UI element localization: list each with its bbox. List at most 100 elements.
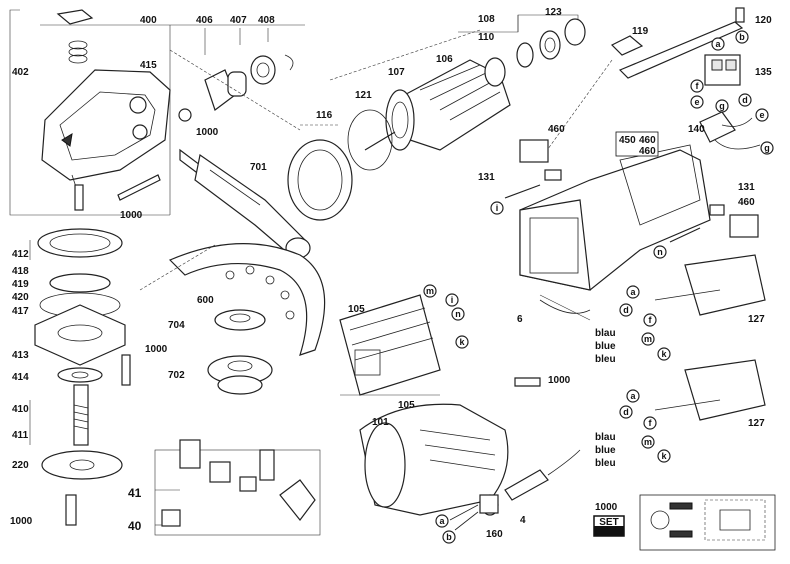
label-160: 160: [486, 529, 503, 540]
svg-text:k: k: [459, 337, 465, 347]
svg-text:blue: blue: [595, 341, 616, 352]
part-brush-holder-top: [519, 139, 549, 163]
label-408: 408: [258, 15, 275, 26]
svg-text:g: g: [719, 101, 725, 111]
label-412: 412: [12, 249, 29, 260]
label-701: 701: [250, 162, 267, 173]
label-110: 110: [478, 32, 495, 43]
set-badge: SET: [593, 515, 625, 537]
svg-text:e: e: [759, 110, 764, 120]
wire-colour-note-top: blau blue bleu: [595, 328, 616, 365]
label-460-a: 460: [548, 124, 565, 135]
svg-text:f: f: [649, 418, 653, 428]
label-131-a: 131: [478, 172, 495, 183]
callout-d-1: d: [738, 93, 752, 107]
callout-i-1: i: [490, 201, 504, 215]
part-wheel-guard: [139, 243, 326, 356]
gearbox-stack: [29, 228, 131, 526]
label-415: 415: [140, 60, 157, 71]
label-127-a: 127: [748, 314, 765, 325]
svg-text:f: f: [696, 81, 700, 91]
svg-text:f: f: [649, 315, 653, 325]
label-105-a: 105: [348, 304, 365, 315]
part-clamping-nut: [207, 355, 273, 395]
svg-text:blue: blue: [595, 445, 616, 456]
callout-n-2: n: [451, 307, 465, 321]
callout-e-1: e: [690, 95, 704, 109]
label-450: 450: [619, 135, 636, 146]
svg-text:a: a: [630, 391, 636, 401]
svg-text:n: n: [455, 309, 461, 319]
callout-f-3: f: [643, 416, 657, 430]
part-brush-plate-top: [654, 254, 766, 316]
label-105-b: 105: [398, 400, 415, 411]
label-119: 119: [632, 26, 649, 37]
label-127-b: 127: [748, 418, 765, 429]
svg-text:n: n: [657, 247, 663, 257]
part-motor-housing: [519, 144, 711, 321]
label-101: 101: [372, 417, 389, 428]
callout-k-1: k: [455, 335, 469, 349]
svg-text:d: d: [742, 95, 748, 105]
svg-text:g: g: [764, 143, 770, 153]
label-460-c: 460: [639, 146, 656, 157]
part-switch-rod: [539, 7, 745, 161]
letter-callouts: a b f e g d e g i n m i n k a d f m k a …: [423, 30, 774, 544]
part-brush-holder-right: [729, 214, 759, 238]
callout-a-2: a: [626, 285, 640, 299]
label-418: 418: [12, 266, 29, 277]
part-gear-housing: [41, 69, 171, 211]
svg-text:a: a: [715, 39, 721, 49]
callout-b-1: b: [735, 30, 749, 44]
callout-a-4: a: [435, 514, 449, 528]
label-413: 413: [12, 350, 29, 361]
callout-a-3: a: [626, 389, 640, 403]
label-box-450-460: [615, 131, 659, 157]
label-420: 420: [12, 292, 29, 303]
wire-colour-note-bottom: blau blue bleu: [595, 432, 616, 469]
label-40: 40: [128, 519, 142, 533]
label-1000-c: 1000: [10, 516, 33, 527]
part-plug: [449, 494, 499, 531]
group-40-41-box: [154, 439, 321, 536]
callout-m-3: m: [641, 435, 655, 449]
part-brush-spring-left: [504, 184, 541, 199]
label-131-b: 131: [738, 182, 755, 193]
svg-text:blau: blau: [595, 328, 616, 339]
part-springs: [68, 40, 88, 64]
label-41: 41: [128, 486, 142, 500]
label-140: 140: [688, 124, 705, 135]
svg-text:d: d: [623, 305, 629, 315]
part-screw-long: [117, 174, 161, 201]
svg-text:a: a: [630, 287, 636, 297]
callout-a-1: a: [711, 37, 725, 51]
callout-m-1: m: [423, 284, 437, 298]
label-106: 106: [436, 54, 453, 65]
label-220: 220: [12, 460, 29, 471]
callout-g-2: g: [760, 141, 774, 155]
part-cap: [56, 9, 94, 25]
label-407: 407: [230, 15, 247, 26]
label-135: 135: [755, 67, 772, 78]
label-410: 410: [12, 404, 29, 415]
group-402-bracket: [9, 9, 305, 216]
label-123: 123: [545, 7, 562, 18]
svg-text:i: i: [451, 295, 454, 305]
label-460-d: 460: [738, 197, 755, 208]
part-bearings: [516, 18, 586, 68]
part-switch: [704, 54, 741, 86]
svg-text:k: k: [661, 451, 667, 461]
callout-n-1: n: [653, 245, 667, 259]
callout-m-2: m: [641, 332, 655, 346]
callout-k-2: k: [657, 347, 671, 361]
callout-k-3: k: [657, 449, 671, 463]
part-armature: [364, 57, 511, 151]
svg-text:m: m: [644, 334, 652, 344]
part-ring-121: [347, 109, 393, 171]
label-116: 116: [316, 110, 333, 121]
svg-text:e: e: [694, 97, 699, 107]
callout-i-2: i: [445, 293, 459, 307]
label-107: 107: [388, 67, 405, 78]
